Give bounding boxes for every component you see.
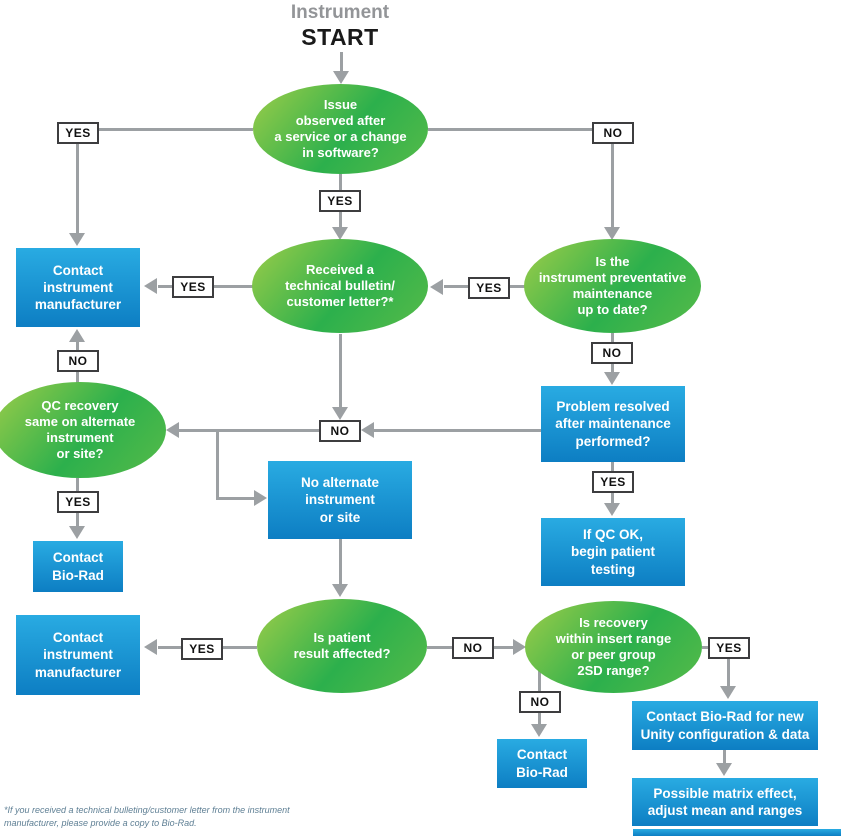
chart-subtitle: Instrument: [290, 2, 390, 23]
label-yes-problem-resolved-down: YES: [592, 471, 634, 493]
process-matrix-effect: Possible matrix effect, adjust mean and …: [632, 778, 818, 826]
arrowhead-down: [604, 503, 620, 516]
arrowhead-down: [716, 763, 732, 776]
connector: [77, 128, 253, 131]
process-contact-biorad-bottom: Contact Bio-Rad: [497, 739, 587, 788]
process-contact-manufacturer-top: Contact instrument manufacturer: [16, 248, 140, 327]
footnote: *If you received a technical bulleting/c…: [4, 805, 290, 828]
arrowhead-left: [166, 422, 179, 438]
label-yes-recovery-right: YES: [708, 637, 750, 659]
connector: [216, 429, 219, 500]
arrowhead-right: [513, 639, 526, 655]
decision-technical-bulletin: Received a technical bulletin/ customer …: [252, 239, 428, 333]
decision-patient-result-affected: Is patient result affected?: [257, 599, 427, 693]
chart-header: Instrument START: [230, 2, 450, 50]
arrowhead-down: [69, 526, 85, 539]
connector: [339, 539, 342, 585]
arrowhead-down: [332, 227, 348, 240]
connector: [216, 497, 254, 500]
decision-issue-observed: Issue observed after a service or a chan…: [253, 84, 428, 174]
process-problem-resolved: Problem resolved after maintenance perfo…: [541, 386, 685, 462]
arrowhead-down: [332, 407, 348, 420]
arrowhead-down: [333, 71, 349, 84]
connector: [611, 128, 614, 228]
process-contact-biorad-unity: Contact Bio-Rad for new Unity configurat…: [632, 701, 818, 750]
arrowhead-left: [430, 279, 443, 295]
arrowhead-down: [69, 233, 85, 246]
label-yes-issue-left: YES: [57, 122, 99, 144]
connector: [76, 128, 79, 233]
label-no-recovery-down: NO: [519, 691, 561, 713]
connector: [428, 128, 614, 131]
connector: [727, 647, 730, 686]
label-no-bulletin-down: NO: [319, 420, 361, 442]
arrowhead-down: [720, 686, 736, 699]
label-yes-bulletin-left: YES: [172, 276, 214, 298]
arrowhead-up: [69, 329, 85, 342]
process-contact-biorad-left: Contact Bio-Rad: [33, 541, 123, 592]
label-yes-maintenance-left: YES: [468, 277, 510, 299]
label-yes-issue-down: YES: [319, 190, 361, 212]
decision-qc-recovery-alternate: QC recovery same on alternate instrument…: [0, 382, 166, 478]
process-contact-manufacturer-bottom: Contact instrument manufacturer: [16, 615, 140, 695]
arrowhead-down: [332, 584, 348, 597]
decision-preventative-maintenance: Is the instrument preventative maintenan…: [524, 239, 701, 333]
arrowhead-left: [144, 278, 157, 294]
process-no-alternate-instrument: No alternate instrument or site: [268, 461, 412, 539]
label-no-issue-right: NO: [592, 122, 634, 144]
label-yes-patient-left: YES: [181, 638, 223, 660]
label-no-qc-recovery-up: NO: [57, 350, 99, 372]
arrowhead-right: [254, 490, 267, 506]
connector: [723, 750, 726, 766]
arrowhead-left: [361, 422, 374, 438]
arrowhead-left: [144, 639, 157, 655]
decision-recovery-within-range: Is recovery within insert range or peer …: [525, 601, 702, 693]
label-no-maintenance-down: NO: [591, 342, 633, 364]
arrowhead-down: [604, 227, 620, 240]
arrowhead-down: [604, 372, 620, 385]
label-yes-qc-recovery-down: YES: [57, 491, 99, 513]
process-cutoff-bottom: [633, 829, 841, 836]
arrowhead-down: [531, 724, 547, 737]
connector: [339, 334, 342, 408]
connector: [374, 429, 541, 432]
label-no-patient-right: NO: [452, 637, 494, 659]
chart-title-start: START: [301, 23, 379, 50]
connector: [340, 52, 343, 73]
process-qc-ok-begin-testing: If QC OK, begin patient testing: [541, 518, 685, 586]
connector: [179, 429, 319, 432]
